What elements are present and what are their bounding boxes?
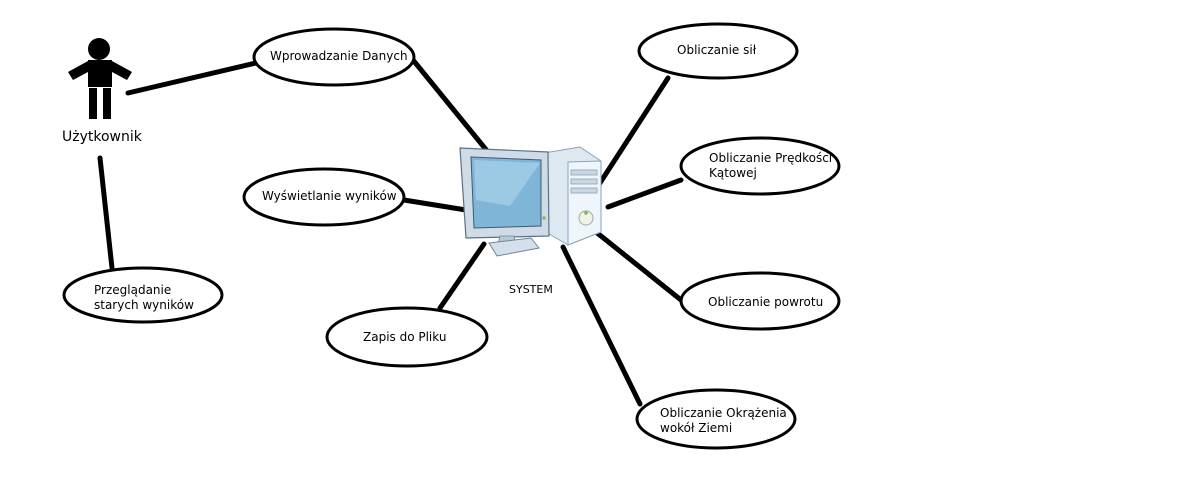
usecase-zapis-do-pliku: [325, 306, 489, 368]
user-stick-figure-icon: [68, 38, 132, 119]
label-obliczanie-predkosci-katowej: Obliczanie Prędkości Kątowej: [709, 151, 833, 180]
usecase-obliczanie-okrazenia: [635, 388, 797, 450]
actor-label: Użytkownik: [62, 129, 142, 145]
desktop-computer-icon: [459, 146, 602, 257]
label-zapis-do-pliku: Zapis do Pliku: [363, 330, 447, 344]
label-przegladanie-starych-wynikow: Przeglądanie starych wyników: [94, 283, 194, 312]
label-obliczanie-powrotu: Obliczanie powrotu: [708, 295, 824, 309]
line-wprowadzanie-system: [410, 57, 491, 155]
usecase-obliczanie-sil: [637, 22, 799, 80]
line-okrazenia-system: [560, 244, 643, 407]
line-zapis-system: [437, 241, 487, 311]
label-wyswietlanie-wynikow: Wyświetlanie wyników: [262, 189, 397, 203]
line-predkosci-system: [605, 177, 684, 210]
line-sil-system: [595, 75, 671, 189]
usecase-obliczanie-predkosci-katowej: [679, 136, 841, 196]
label-obliczanie-okrazenia: Obliczanie Okrążenia wokół Ziemi: [660, 406, 787, 435]
line-powrotu-system: [593, 229, 684, 303]
label-wprowadzanie-danych: Wprowadzanie Danych: [270, 49, 408, 63]
line-wyswietlanie-system: [401, 197, 469, 213]
line-actor-wprowadzanie: [125, 60, 259, 96]
usecase-przegladanie-starych-wynikow: [62, 266, 224, 324]
usecase-obliczanie-powrotu: [679, 271, 841, 331]
usecase-wprowadzanie-danych: [252, 27, 416, 87]
line-actor-przegladanie: [97, 155, 115, 271]
system-label: SYSTEM: [509, 283, 553, 296]
label-obliczanie-sil: Obliczanie sił: [677, 43, 757, 57]
usecase-wyswietlanie-wynikow: [242, 167, 406, 227]
